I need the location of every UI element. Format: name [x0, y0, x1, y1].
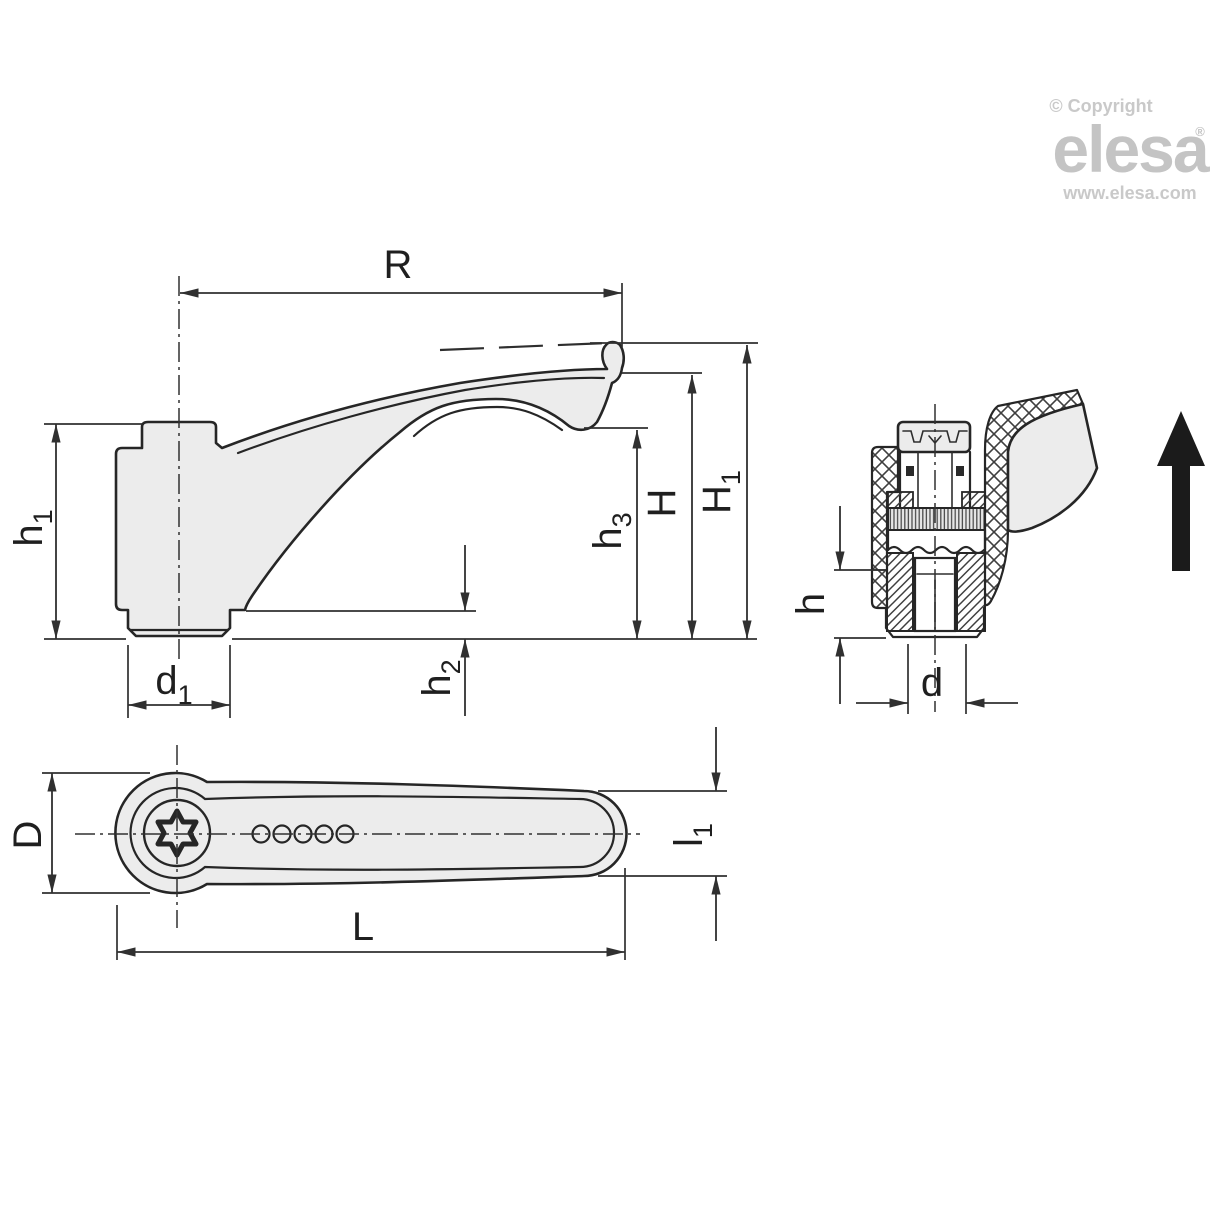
- dim-label-H1: H1: [695, 470, 746, 514]
- section-dot-right: [956, 466, 964, 476]
- dim-label-d: d: [921, 661, 943, 705]
- copyright-text: © Copyright: [1049, 96, 1152, 116]
- dim-H1: H1: [590, 342, 758, 639]
- dim-label-L: L: [352, 905, 374, 949]
- lever-side-silhouette: [114, 340, 626, 638]
- dim-label-R: R: [384, 243, 413, 287]
- insert-left-section: [886, 552, 914, 632]
- dim-label-H: H: [640, 489, 684, 518]
- branding: © Copyright elesa ® www.elesa.com: [1049, 96, 1213, 203]
- screw-head-cap: [896, 420, 972, 454]
- dim-L: L: [116, 868, 626, 960]
- dim-h3: h3: [584, 427, 648, 639]
- insert-right-section: [956, 552, 986, 632]
- registered-mark: ®: [1195, 124, 1205, 139]
- dim-d: d: [856, 644, 1018, 714]
- dim-label-d1: d1: [155, 659, 192, 710]
- arm-section-view: [1006, 402, 1099, 533]
- dim-D: D: [6, 772, 150, 894]
- shell-left-section: [870, 445, 900, 610]
- dim-h2: h2: [246, 545, 476, 716]
- dim-label-h3: h3: [586, 512, 637, 549]
- lever-top-silhouette: [114, 771, 628, 895]
- hub-wedge-left: [887, 491, 914, 509]
- website-text: www.elesa.com: [1062, 183, 1196, 203]
- dim-label-h1: h1: [7, 509, 58, 546]
- elesa-logo: elesa: [1052, 112, 1210, 186]
- dim-d1: d1: [127, 645, 231, 718]
- dim-h1: h1: [7, 423, 142, 639]
- knurled-ring-teeth: [887, 507, 986, 531]
- dim-H: H: [622, 372, 702, 639]
- phantom-position-line: [439, 341, 609, 352]
- arm-top-inner-line: [236, 376, 606, 455]
- dim-label-h2: h2: [415, 659, 466, 696]
- side-view: R h1 d1 h2 h3: [7, 243, 758, 718]
- arm-underside-inner-line: [412, 405, 564, 438]
- top-view: D l1 L: [6, 727, 727, 960]
- dim-R: R: [180, 243, 623, 347]
- dim-label-h: h: [789, 593, 833, 615]
- hub-wedge-right: [961, 491, 986, 509]
- section-dot-left: [906, 466, 914, 476]
- dim-l1: l1: [598, 727, 727, 941]
- section-view: h d: [789, 388, 1099, 714]
- dim-h: h: [789, 506, 886, 704]
- lever-top-inner-contour: [129, 786, 616, 880]
- direction-up-arrow-icon: [1157, 411, 1205, 571]
- dim-label-l1: l1: [667, 823, 718, 847]
- dim-label-D: D: [6, 821, 50, 850]
